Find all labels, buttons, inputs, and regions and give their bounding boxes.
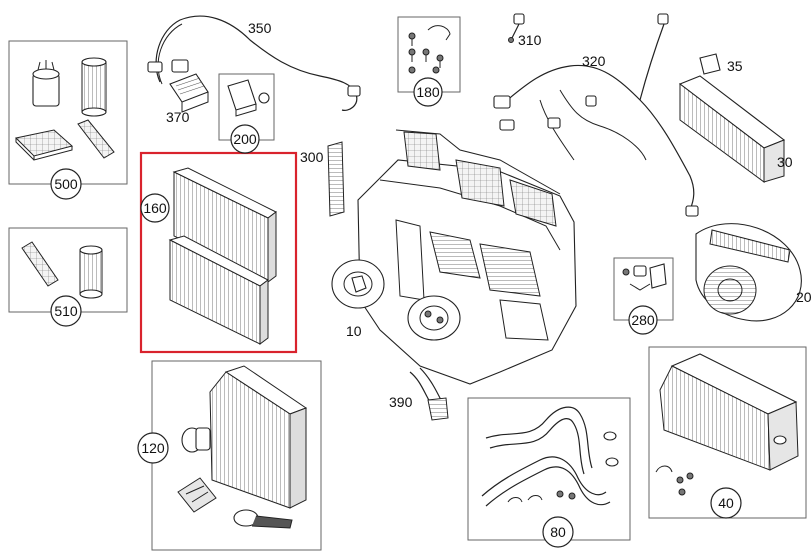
callout-label-350[interactable]: 350	[248, 20, 272, 36]
group-box-500	[8, 40, 128, 185]
callout-label-280: 280	[631, 312, 655, 328]
callout-circle-160[interactable]	[140, 193, 170, 223]
callout-label-80: 80	[550, 524, 566, 540]
blower-resistor-370-icon	[169, 73, 209, 113]
callout-circle-500[interactable]	[50, 168, 82, 200]
callout-circle-280[interactable]	[628, 305, 658, 335]
callout-circle-80[interactable]	[542, 516, 574, 548]
callout-label-500: 500	[54, 176, 78, 192]
expansion-valve-icon	[181, 427, 211, 453]
callout-label-40: 40	[718, 495, 734, 511]
callout-label-180: 180	[416, 84, 440, 100]
screws-clips-icon	[408, 25, 451, 74]
callout-label-120: 120	[141, 440, 165, 456]
temperature-sensor-310-icon	[508, 13, 525, 43]
part-group-80	[467, 397, 631, 541]
air-filter-panel-icon	[14, 129, 74, 161]
core-clamps-icon	[655, 465, 694, 496]
callout-label-310[interactable]: 310	[518, 32, 542, 48]
heater-outlet-round-icon	[407, 295, 461, 341]
callout-label-320[interactable]: 320	[582, 53, 606, 69]
part-group-200	[218, 73, 275, 141]
callout-circle-180[interactable]	[413, 77, 443, 107]
callout-label-370[interactable]: 370	[166, 109, 190, 125]
actuator-connector-icon	[622, 263, 667, 291]
sensor-strip-300-icon	[327, 141, 345, 217]
callout-label-390[interactable]: 390	[389, 394, 413, 410]
heater-core-30-icon	[678, 75, 786, 183]
callout-label-35[interactable]: 35	[727, 58, 743, 74]
part-group-500	[8, 40, 128, 185]
drain-hose-390-icon	[409, 367, 449, 421]
part-group-280	[613, 257, 674, 321]
oil-filter-element-icon-2	[79, 245, 103, 299]
callout-label-20[interactable]: 20	[796, 289, 811, 305]
part-group-120	[151, 360, 322, 551]
wiring-harness-320	[493, 13, 699, 217]
callout-label-10[interactable]: 10	[346, 323, 362, 339]
part-group-510	[8, 227, 128, 313]
radiator-core-40-icon	[659, 353, 799, 471]
callout-label-200: 200	[233, 131, 257, 147]
callout-circle-40[interactable]	[710, 487, 742, 519]
highlight-frame	[139, 151, 298, 354]
evaporator-core-icon	[209, 365, 308, 509]
blower-inlet-round-icon	[331, 259, 385, 309]
air-filter-strip-icon	[77, 119, 115, 159]
foam-pad-35-icon	[699, 53, 721, 75]
callout-label-300[interactable]: 300	[300, 149, 324, 165]
group-box-80	[467, 397, 631, 541]
part-group-40	[648, 346, 807, 519]
callout-label-160: 160	[143, 200, 167, 216]
foam-tape-roll-icon	[233, 509, 293, 529]
callout-label-510: 510	[54, 303, 78, 319]
blower-motor-20-icon	[695, 223, 802, 322]
callout-label-30[interactable]: 30	[777, 154, 793, 170]
callout-circle-510[interactable]	[50, 295, 82, 327]
wiring-harness-350	[147, 15, 361, 111]
part-group-160-highlighted[interactable]	[139, 151, 298, 354]
hvac-housing-10	[331, 129, 577, 385]
fuel-filter-icon	[32, 60, 60, 107]
callout-circle-120[interactable]	[137, 432, 169, 464]
callout-circle-200[interactable]	[230, 124, 260, 154]
coolant-hoses-icon	[481, 406, 619, 507]
seal-pad-icon	[177, 477, 217, 513]
air-filter-strip-icon-2	[21, 241, 59, 287]
oil-filter-element-icon	[81, 57, 107, 117]
actuator-motor-icon	[227, 79, 270, 117]
cabin-filter-bottom-icon	[168, 235, 269, 345]
